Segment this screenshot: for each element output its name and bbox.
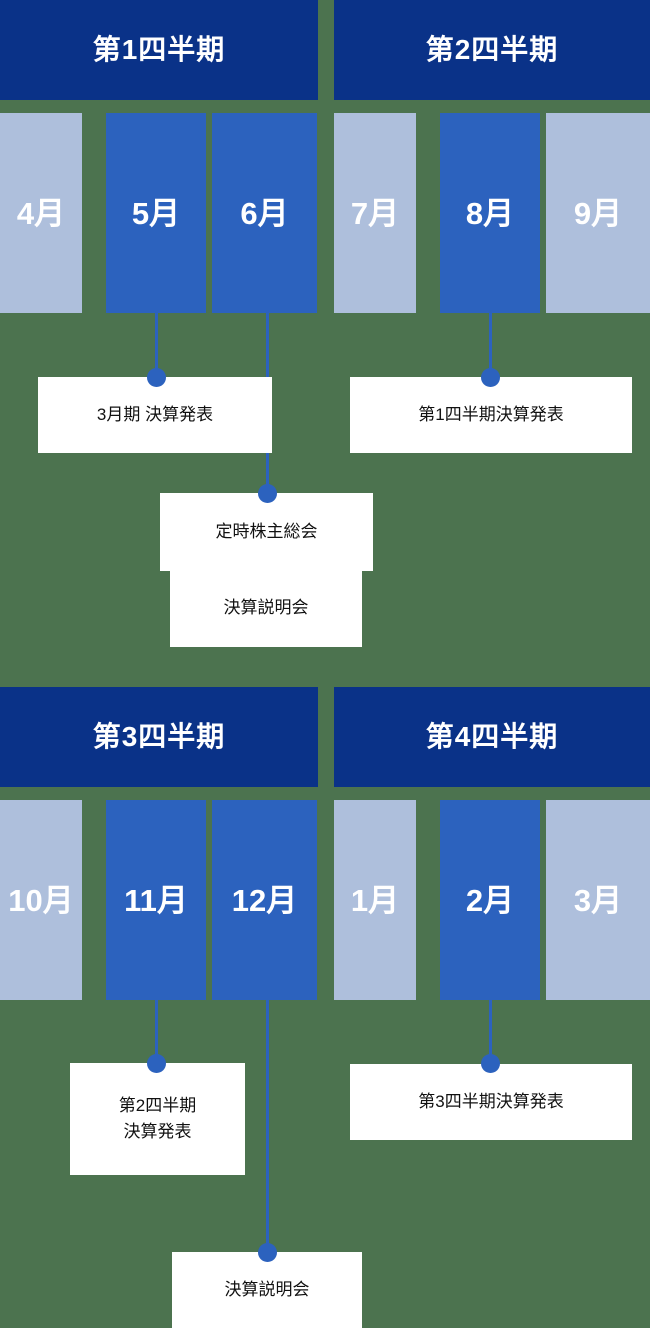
event-box-q3-results-label: 第3四半期決算発表	[418, 1091, 564, 1111]
connector-dot-q2-results	[147, 1054, 166, 1073]
month-cell-4-label: 4月	[16, 195, 66, 231]
event-box-q3-results[interactable]: 第3四半期決算発表	[350, 1064, 632, 1140]
month-cell-2: 2月	[440, 800, 540, 1000]
event-box-q2-results[interactable]: 第2四半期 決算発表	[70, 1063, 245, 1175]
event-box-q1-results[interactable]: 第1四半期決算発表	[350, 377, 632, 453]
quarter-header-q3: 第3四半期	[0, 687, 318, 787]
event-box-agm[interactable]: 定時株主総会	[160, 493, 373, 571]
event-box-fy-results[interactable]: 3月期 決算発表	[38, 377, 272, 453]
quarter-header-q1-label: 第1四半期	[92, 34, 226, 65]
quarter-header-q4-label: 第4四半期	[425, 721, 559, 752]
month-cell-5-label: 5月	[131, 195, 181, 231]
quarter-header-q2-label: 第2四半期	[425, 34, 559, 65]
event-box-briefing-h2-label: 決算説明会	[224, 1279, 310, 1299]
month-cell-8-label: 8月	[465, 195, 515, 231]
month-cell-3: 3月	[546, 800, 650, 1000]
month-cell-2-label: 2月	[465, 882, 515, 918]
quarter-header-q3-label: 第3四半期	[92, 721, 226, 752]
month-cell-10-label: 10月	[8, 882, 74, 918]
quarter-header-q2: 第2四半期	[334, 0, 650, 100]
month-cell-11: 11月	[106, 800, 206, 1000]
connector-line-briefing-h2	[266, 1000, 269, 1262]
month-cell-7: 7月	[334, 113, 416, 313]
month-cell-6-label: 6月	[240, 195, 289, 231]
month-cell-6: 6月	[212, 113, 317, 313]
month-cell-12: 12月	[212, 800, 317, 1000]
quarter-header-q1: 第1四半期	[0, 0, 318, 100]
quarter-header-q4: 第4四半期	[334, 687, 650, 787]
month-cell-5: 5月	[106, 113, 206, 313]
event-box-q1-results-label: 第1四半期決算発表	[418, 404, 564, 424]
event-box-agm-label: 定時株主総会	[215, 521, 318, 541]
connector-line-q1-results	[489, 313, 492, 381]
connector-dot-q1-results	[481, 368, 500, 387]
month-cell-12-label: 12月	[231, 882, 298, 918]
event-box-briefing-h2[interactable]: 決算説明会	[172, 1252, 362, 1328]
month-cell-1-label: 1月	[350, 882, 400, 918]
connector-dot-agm	[258, 484, 277, 503]
month-cell-9-label: 9月	[573, 195, 623, 231]
connector-dot-fy-results	[147, 368, 166, 387]
month-cell-7-label: 7月	[350, 195, 400, 231]
month-cell-9: 9月	[546, 113, 650, 313]
month-cell-10: 10月	[0, 800, 82, 1000]
connector-dot-q3-results	[481, 1054, 500, 1073]
month-cell-11-label: 11月	[124, 882, 188, 918]
month-cell-3-label: 3月	[573, 882, 623, 918]
event-box-briefing-h1[interactable]: 決算説明会	[170, 570, 362, 647]
month-cell-1: 1月	[334, 800, 416, 1000]
month-cell-4: 4月	[0, 113, 82, 313]
connector-line-q2-results	[155, 1000, 158, 1068]
connector-dot-briefing-h2	[258, 1243, 277, 1262]
event-box-q2-results-label: 第2四半期 決算発表	[118, 1095, 197, 1141]
connector-line-q3-results	[489, 1000, 492, 1068]
month-cell-8: 8月	[440, 113, 540, 313]
connector-line-fy-results	[155, 313, 158, 381]
event-box-fy-results-label: 3月期 決算発表	[96, 404, 214, 424]
event-box-briefing-h1-label: 決算説明会	[223, 598, 309, 618]
